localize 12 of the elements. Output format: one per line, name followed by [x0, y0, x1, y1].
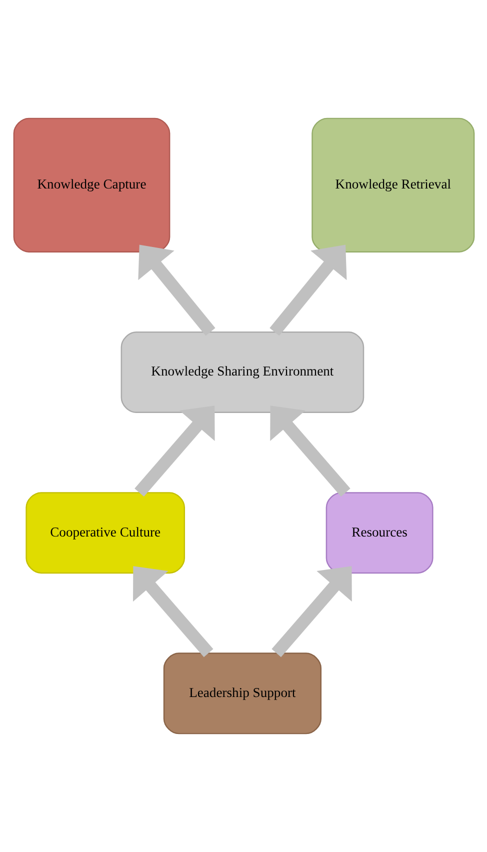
- arrow: [138, 244, 215, 336]
- arrow: [132, 566, 213, 658]
- node-box: Knowledge Retrieval: [311, 118, 474, 252]
- node-box: Knowledge Sharing Environment: [120, 332, 364, 414]
- node-box: Knowledge Capture: [12, 118, 170, 252]
- arrow: [134, 406, 214, 497]
- node-box: Cooperative Culture: [25, 492, 185, 574]
- arrow: [269, 244, 346, 336]
- node-box: Resources: [325, 492, 433, 574]
- node-box: Leadership Support: [162, 652, 321, 734]
- arrow: [271, 566, 352, 658]
- arrow: [270, 406, 350, 497]
